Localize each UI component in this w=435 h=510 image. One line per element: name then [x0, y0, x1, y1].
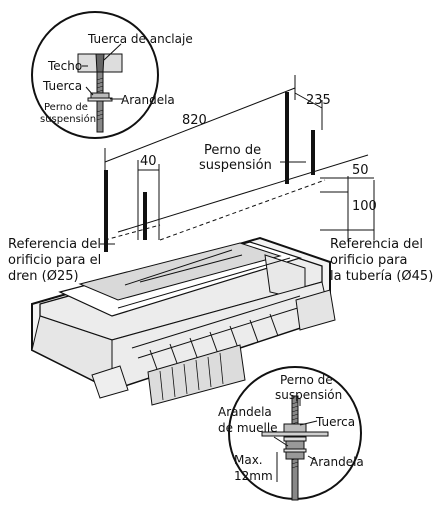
- label-ref-dren-3: dren (Ø25): [8, 269, 79, 284]
- label-perno-mid-2: suspensión: [199, 158, 272, 173]
- dim-50: 50: [352, 163, 369, 178]
- indoor-unit: [31, 236, 336, 406]
- label-ref-dren-1: Referencia del: [8, 237, 101, 252]
- dim-235: 235: [306, 93, 331, 108]
- label-arandela-muelle-2: de muelle: [218, 421, 278, 435]
- label-ref-tub-2: orificio para: [330, 253, 407, 268]
- label-ref-tub-1: Referencia del: [330, 237, 423, 252]
- dim-820: 820: [182, 113, 207, 128]
- top-detail-circle: Tuerca de anclaje Techo Tuerca Arandela …: [31, 11, 193, 139]
- label-max-2: 12mm: [234, 469, 273, 483]
- label-arandela-muelle-1: Arandela: [218, 405, 272, 419]
- dimension-lines: [104, 75, 375, 241]
- label-suspension-top: suspensión: [40, 113, 96, 125]
- label-tuerca-top: Tuerca: [42, 79, 82, 93]
- label-ref-dren-2: orificio para el: [8, 253, 101, 268]
- label-perno-bot-2: suspensión: [275, 388, 342, 402]
- label-tuerca-bot: Tuerca: [315, 415, 355, 429]
- label-perno-mid-1: Perno de: [204, 143, 261, 158]
- hanger-bolts: [104, 92, 315, 252]
- label-techo: Techo: [47, 59, 82, 73]
- dim-100: 100: [352, 199, 377, 214]
- label-tuerca-anclaje: Tuerca de anclaje: [87, 32, 193, 46]
- label-perno-bot-1: Perno de: [280, 373, 333, 387]
- label-arandela-bot: Arandela: [310, 455, 364, 469]
- label-max-1: Max.: [234, 453, 263, 467]
- label-ref-tub-3: la tubería (Ø45): [330, 269, 433, 284]
- label-perno-de-top: Perno de: [44, 102, 88, 113]
- bottom-detail-circle: Perno de suspensión Arandela de muelle T…: [218, 366, 364, 501]
- label-arandela-top: Arandela: [121, 93, 175, 107]
- dim-40: 40: [140, 154, 157, 169]
